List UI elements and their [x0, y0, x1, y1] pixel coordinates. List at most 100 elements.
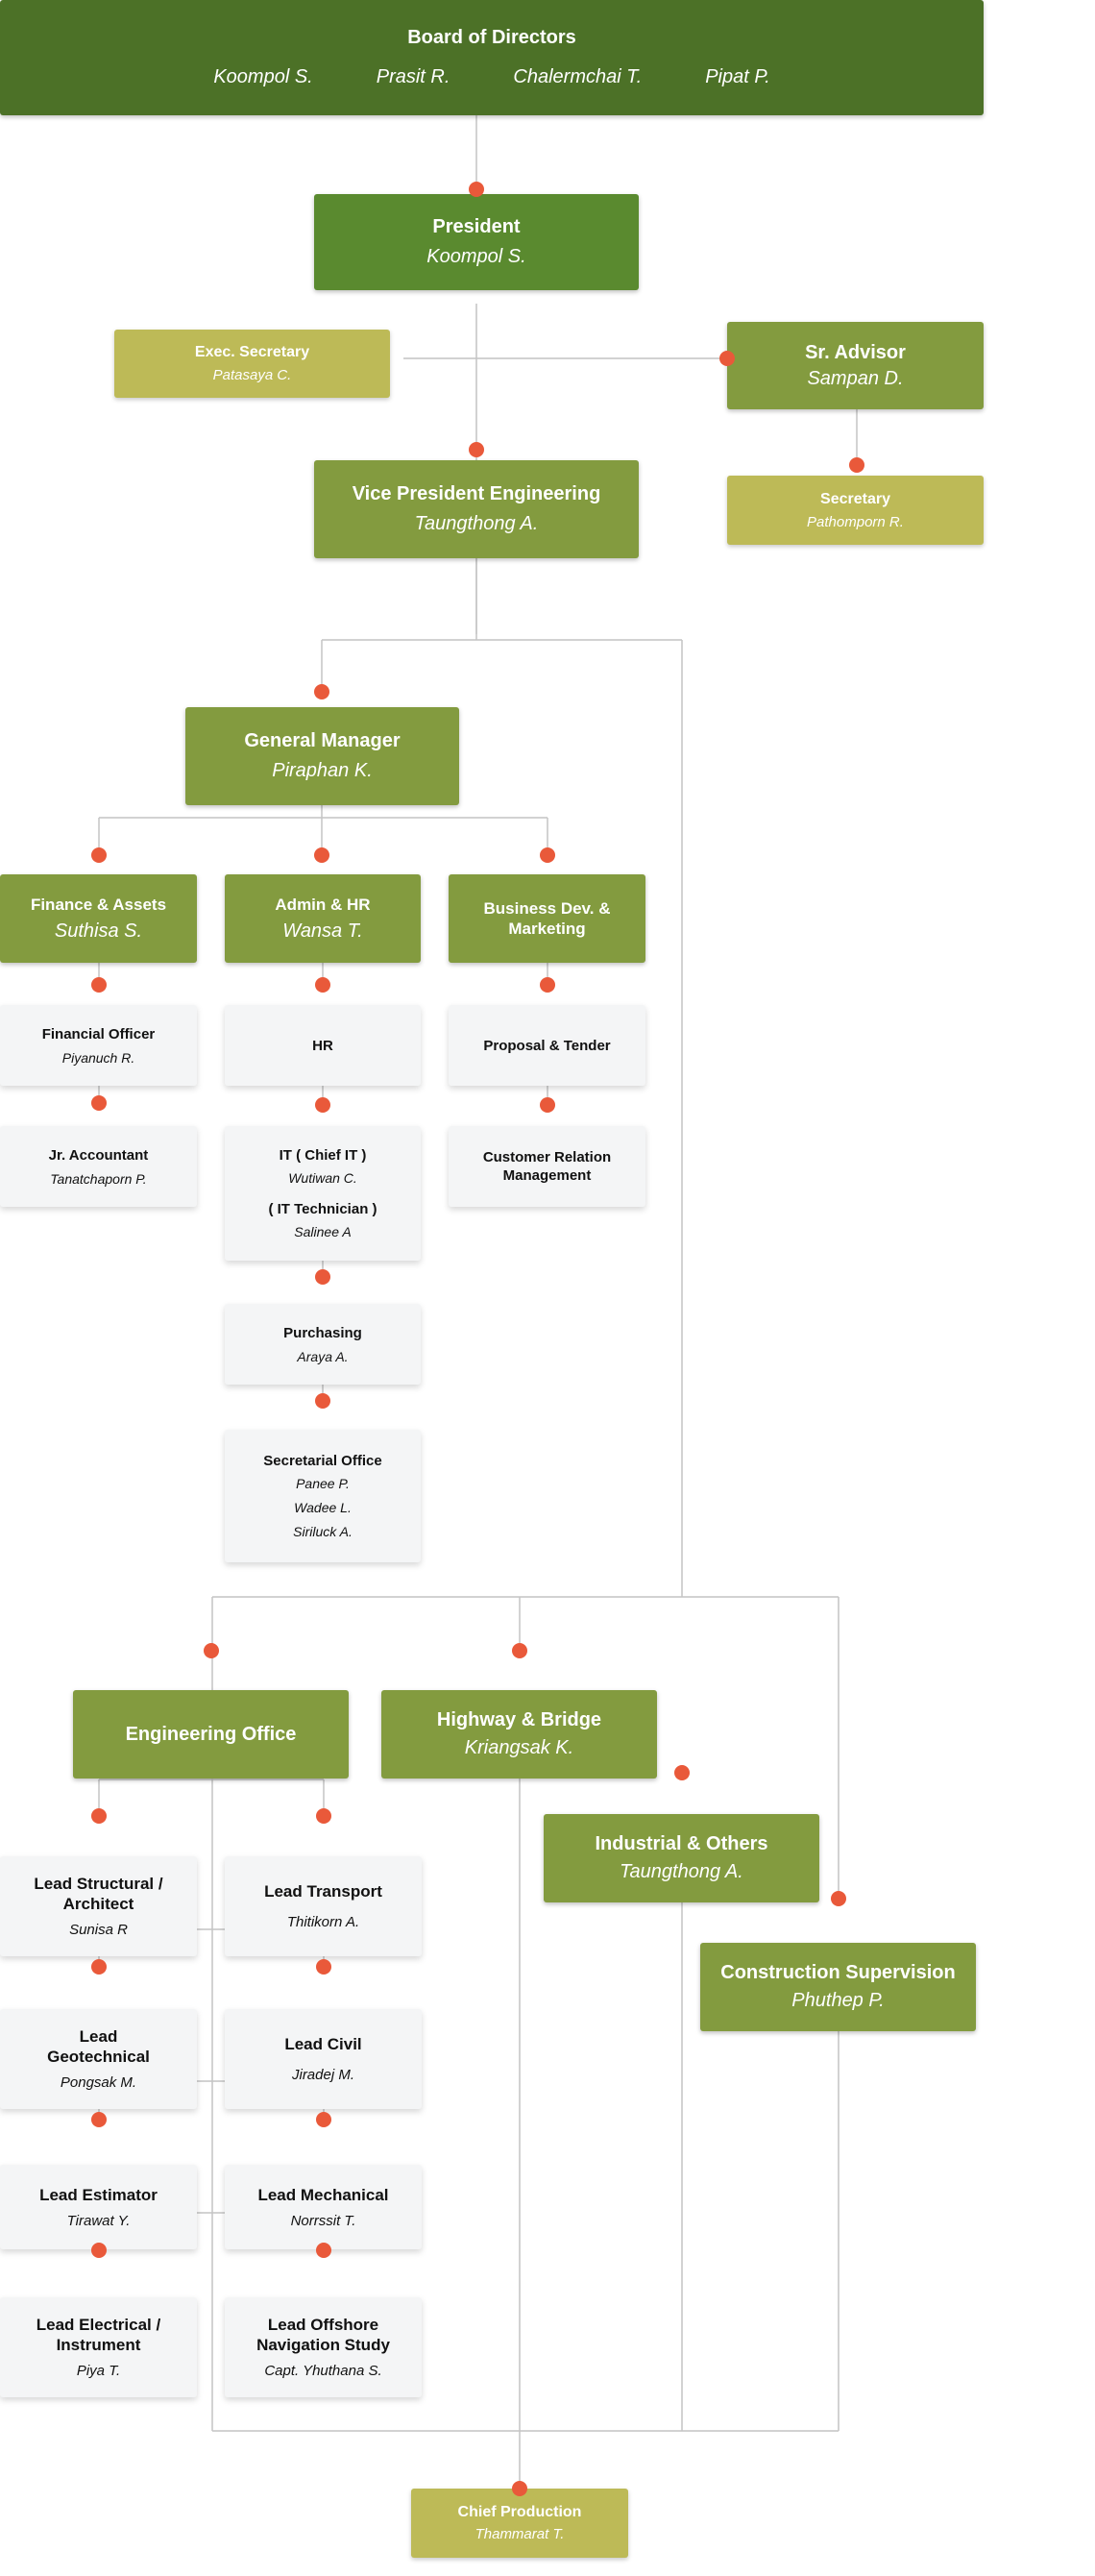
- connector-dot: [831, 1891, 846, 1906]
- highway-bridge-title: Highway & Bridge: [436, 1709, 602, 1730]
- vp-engineering-box: Vice President Engineering Taungthong A.: [314, 460, 639, 558]
- general-manager-box: General Manager Piraphan K.: [185, 707, 459, 805]
- purchasing-name: Araya A.: [297, 1348, 349, 1364]
- lead-estimator-box: Lead Estimator Tirawat Y.: [0, 2165, 197, 2249]
- connector-dot: [315, 977, 330, 993]
- jr-accountant-box: Jr. Accountant Tanatchaporn P.: [0, 1126, 197, 1207]
- sr-advisor-box: Sr. Advisor Sampan D.: [727, 322, 984, 409]
- proposal-tender-title: Proposal & Tender: [483, 1037, 611, 1054]
- general-manager-name: Piraphan K.: [272, 760, 373, 781]
- engineering-office-title: Engineering Office: [125, 1724, 297, 1745]
- connector-dot: [204, 1643, 219, 1658]
- connector-dot: [91, 2243, 107, 2258]
- connector-dot: [849, 457, 864, 473]
- jr-accountant-title: Jr. Accountant: [48, 1146, 149, 1164]
- lead-structural-title: Lead Structural / Architect: [34, 1875, 163, 1913]
- chief-production-box: Chief Production Thammarat T.: [411, 2489, 628, 2558]
- lead-offshore-name: Capt. Yhuthana S.: [264, 2363, 382, 2379]
- sr-advisor-title: Sr. Advisor: [805, 341, 906, 363]
- secretarial-office-member: Panee P.: [296, 1476, 350, 1491]
- business-dev-title: Business Dev. & Marketing: [483, 899, 611, 938]
- connector-dot: [316, 1959, 331, 1975]
- vp-engineering-name: Taungthong A.: [414, 513, 539, 534]
- it-technician-name: Salinee A: [294, 1224, 352, 1239]
- financial-officer-title: Financial Officer: [41, 1025, 156, 1043]
- connector-dot: [315, 1097, 330, 1113]
- board-member: Chalermchai T.: [513, 66, 643, 87]
- exec-secretary-title: Exec. Secretary: [194, 344, 310, 360]
- purchasing-title: Purchasing: [283, 1324, 362, 1341]
- vp-engineering-title: Vice President Engineering: [352, 483, 601, 504]
- chief-production-title: Chief Production: [457, 2504, 582, 2520]
- purchasing-box: Purchasing Araya A.: [225, 1304, 421, 1385]
- construction-supervision-title: Construction Supervision: [720, 1962, 956, 1983]
- lead-electrical-name: Piya T.: [76, 2363, 121, 2379]
- lead-estimator-name: Tirawat Y.: [66, 2212, 131, 2229]
- connector-dot: [540, 847, 555, 863]
- lead-structural-name: Sunisa R: [69, 1922, 128, 1938]
- connector-dot: [316, 1808, 331, 1824]
- connector-dot: [674, 1765, 690, 1780]
- connector-dot: [316, 2112, 331, 2127]
- connector-dot: [315, 1393, 330, 1409]
- president-box: President Koompol S.: [314, 194, 639, 290]
- hr-box: HR: [225, 1005, 421, 1086]
- secretarial-office-title: Secretarial Office: [263, 1453, 382, 1469]
- admin-hr-name: Wansa T.: [282, 920, 363, 942]
- connector-dot: [91, 977, 107, 993]
- lead-civil-box: Lead Civil Jiradej M.: [225, 2009, 422, 2109]
- it-chief-title: IT ( Chief IT ): [279, 1147, 367, 1164]
- lead-civil-name: Jiradej M.: [291, 2067, 355, 2083]
- hr-title: HR: [312, 1037, 333, 1054]
- connector-dot: [540, 1097, 555, 1113]
- finance-assets-box: Finance & Assets Suthisa S.: [0, 874, 197, 963]
- connector-dot: [91, 1959, 107, 1975]
- lead-mechanical-name: Norrssit T.: [290, 2212, 356, 2229]
- president-title: President: [432, 216, 521, 237]
- board-of-directors-box: Board of Directors Koompol S. Prasit R. …: [0, 0, 984, 115]
- connector-dot: [91, 1095, 107, 1111]
- connector-dot: [91, 2112, 107, 2127]
- secretarial-office-member: Wadee L.: [294, 1500, 352, 1515]
- connector-dot: [512, 1643, 527, 1658]
- it-box: IT ( Chief IT ) Wutiwan C. ( IT Technici…: [225, 1126, 421, 1261]
- proposal-tender-box: Proposal & Tender: [449, 1005, 645, 1086]
- chief-production-name: Thammarat T.: [474, 2526, 565, 2542]
- construction-supervision-box: Construction Supervision Phuthep P.: [700, 1943, 976, 2031]
- secretary-title: Secretary: [820, 490, 890, 507]
- board-member: Prasit R.: [376, 66, 450, 87]
- lead-transport-name: Thitikorn A.: [286, 1914, 360, 1930]
- lead-electrical-box: Lead Electrical / Instrument Piya T.: [0, 2297, 197, 2397]
- lead-mechanical-title: Lead Mechanical: [257, 2185, 389, 2204]
- lead-geotechnical-name: Pongsak M.: [60, 2074, 137, 2091]
- engineering-office-box: Engineering Office: [73, 1690, 349, 1779]
- lead-geotechnical-title: Lead Geotechnical: [47, 2027, 150, 2066]
- connector-dot: [469, 442, 484, 457]
- lead-civil-title: Lead Civil: [284, 2035, 362, 2053]
- it-technician-title: ( IT Technician ): [268, 1201, 377, 1217]
- general-manager-title: General Manager: [244, 730, 401, 751]
- highway-bridge-box: Highway & Bridge Kriangsak K.: [381, 1690, 657, 1779]
- connector-dot: [91, 1808, 107, 1824]
- lead-offshore-title: Lead Offshore Navigation Study: [256, 2316, 390, 2354]
- secretary-name: Pathomporn R.: [807, 513, 904, 530]
- industrial-others-title: Industrial & Others: [595, 1833, 768, 1854]
- finance-assets-title: Finance & Assets: [30, 895, 167, 914]
- lead-mechanical-box: Lead Mechanical Norrssit T.: [225, 2165, 422, 2249]
- secretary-box: Secretary Pathomporn R.: [727, 476, 984, 545]
- admin-hr-title: Admin & HR: [275, 895, 371, 914]
- lead-transport-box: Lead Transport Thitikorn A.: [225, 1856, 422, 1956]
- lead-structural-box: Lead Structural / Architect Sunisa R: [0, 1856, 197, 1956]
- connector-dot: [314, 684, 329, 699]
- exec-secretary-box: Exec. Secretary Patasaya C.: [114, 330, 390, 398]
- construction-supervision-name: Phuthep P.: [791, 1990, 885, 2011]
- president-name: Koompol S.: [426, 246, 526, 267]
- board-member: Koompol S.: [213, 66, 313, 87]
- exec-secretary-name: Patasaya C.: [212, 367, 292, 383]
- board-member: Pipat P.: [705, 66, 770, 87]
- secretarial-office-member: Siriluck A.: [293, 1524, 353, 1539]
- industrial-others-name: Taungthong A.: [620, 1861, 743, 1882]
- board-title: Board of Directors: [407, 27, 576, 48]
- lead-estimator-title: Lead Estimator: [39, 2185, 158, 2204]
- connector-dot: [719, 351, 735, 366]
